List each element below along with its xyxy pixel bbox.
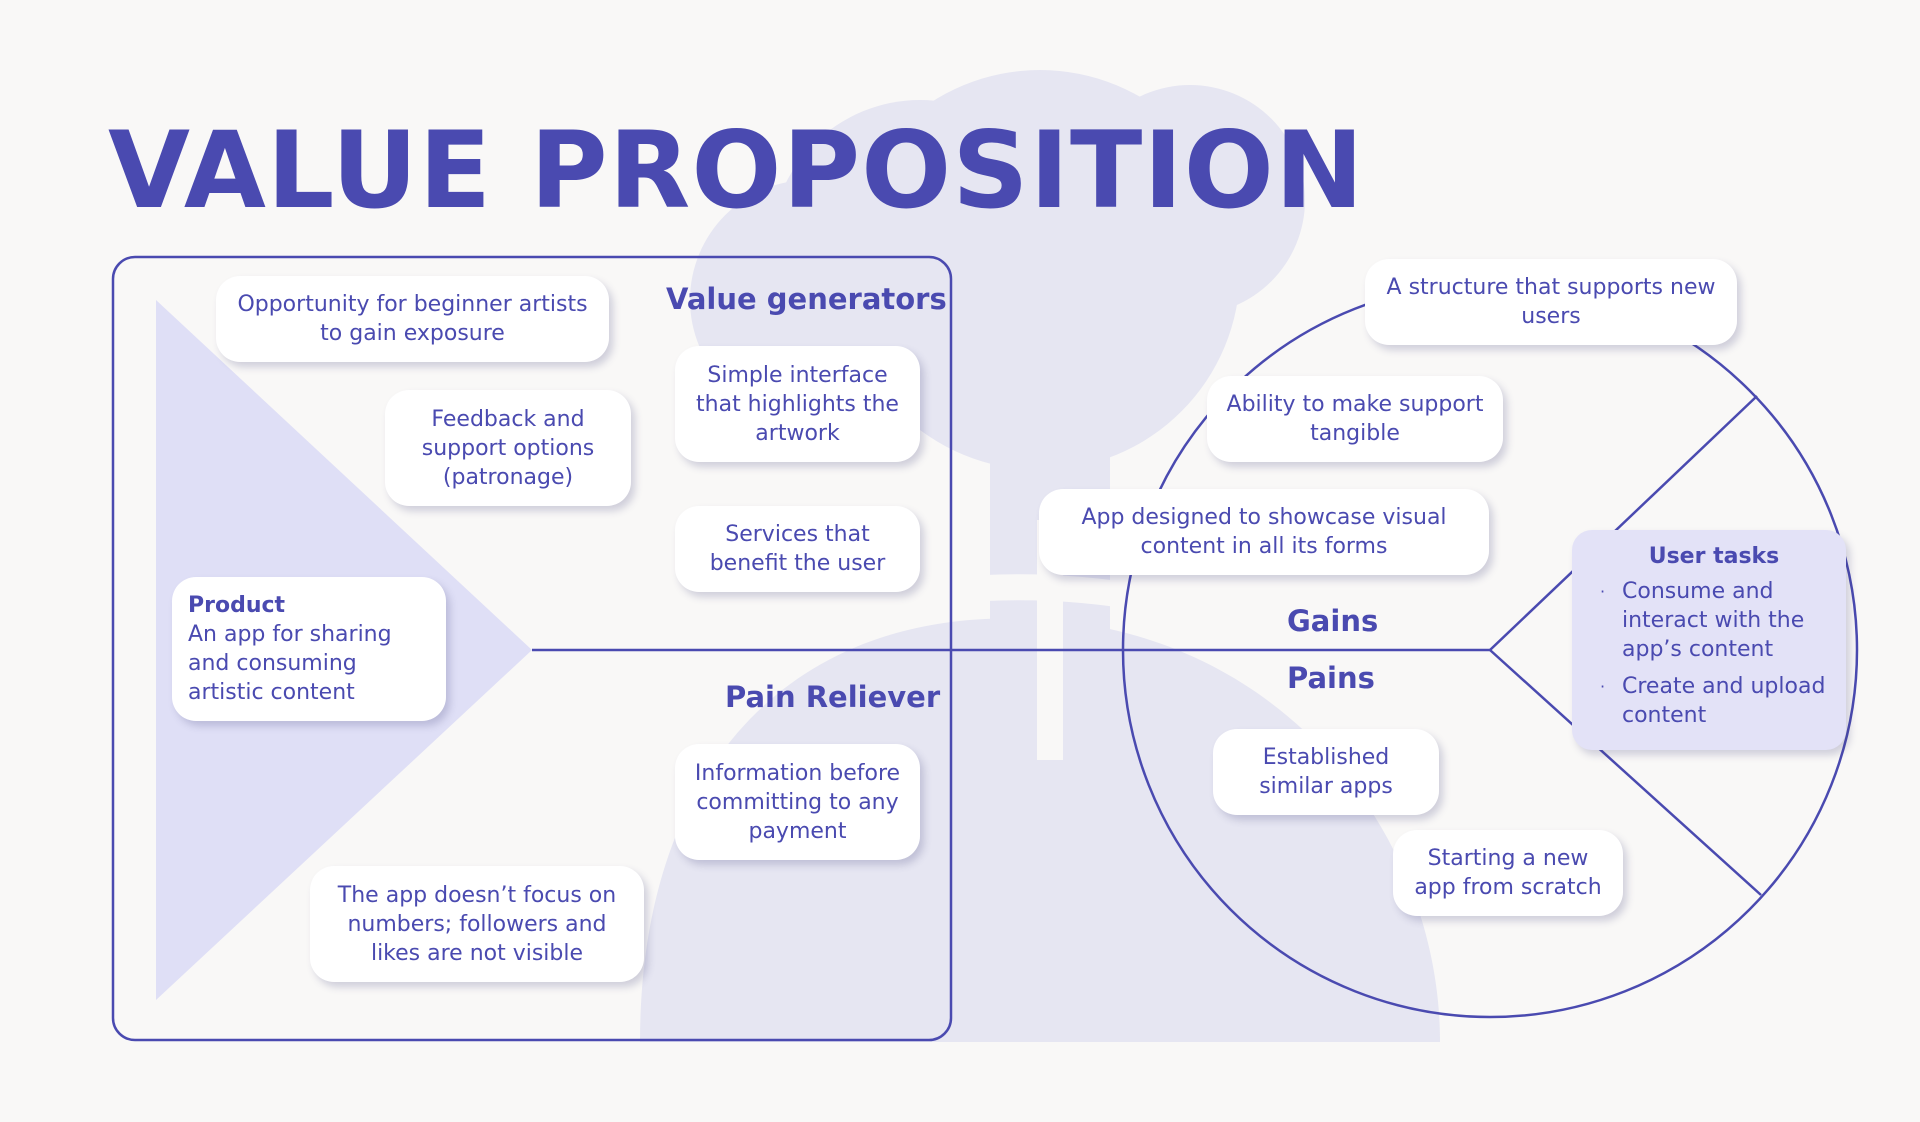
gain-creator-text: Opportunity for beginner artists to gain… bbox=[237, 292, 588, 346]
list-item: · Consume and interact with the app’s co… bbox=[1598, 577, 1830, 664]
user-tasks-title: User tasks bbox=[1648, 544, 1780, 569]
value-generators-label: Value generators bbox=[666, 282, 947, 316]
user-task-text: Create and upload content bbox=[1622, 674, 1826, 728]
gain-creator-card: Feedback and support options (patronage) bbox=[385, 390, 631, 506]
gain-creator-text: Feedback and support options (patronage) bbox=[421, 406, 595, 490]
pain-card: Established similar apps bbox=[1213, 729, 1439, 815]
pain-reliever-text: Information before committing to any pay… bbox=[694, 760, 901, 844]
gains-label: Gains bbox=[1287, 604, 1379, 638]
gain-card: App designed to showcase visual content … bbox=[1039, 489, 1489, 575]
user-tasks-list: · Consume and interact with the app’s co… bbox=[1598, 577, 1830, 730]
user-task-text: Consume and interact with the app’s cont… bbox=[1622, 579, 1805, 662]
gain-card: A structure that supports new users bbox=[1365, 259, 1737, 345]
bullet-icon: · bbox=[1600, 582, 1606, 601]
product-description: An app for sharing and consuming artisti… bbox=[188, 622, 392, 705]
bullet-icon: · bbox=[1600, 677, 1606, 696]
pain-text: Established similar apps bbox=[1259, 745, 1393, 799]
product-card: Product An app for sharing and consuming… bbox=[172, 577, 446, 721]
pain-card: Starting a new app from scratch bbox=[1393, 830, 1623, 916]
gain-card: Ability to make support tangible bbox=[1207, 376, 1503, 462]
gain-creator-text: Services that benefit the user bbox=[709, 522, 886, 576]
gain-creator-card: Simple interface that highlights the art… bbox=[675, 346, 920, 462]
gain-text: Ability to make support tangible bbox=[1226, 392, 1484, 446]
task-divider-lower bbox=[1489, 649, 1762, 896]
gain-text: A structure that supports new users bbox=[1386, 275, 1716, 329]
pain-reliever-card: Information before committing to any pay… bbox=[675, 744, 920, 860]
task-divider-upper bbox=[1489, 395, 1758, 651]
pain-reliever-text: The app doesn’t focus on numbers; follow… bbox=[337, 882, 617, 966]
pain-reliever-label: Pain Reliever bbox=[725, 680, 941, 714]
gain-creator-text: Simple interface that highlights the art… bbox=[696, 362, 899, 446]
list-item: · Create and upload content bbox=[1598, 672, 1830, 730]
gain-text: App designed to showcase visual content … bbox=[1081, 505, 1447, 559]
gain-creator-card: Opportunity for beginner artists to gain… bbox=[216, 276, 609, 362]
gain-creator-card: Services that benefit the user bbox=[675, 506, 920, 592]
product-heading: Product bbox=[188, 593, 286, 618]
page-title: VALUE PROPOSITION bbox=[108, 109, 1365, 232]
value-map-frame bbox=[111, 255, 953, 1042]
pain-text: Starting a new app from scratch bbox=[1414, 846, 1602, 900]
user-tasks-card: User tasks · Consume and interact with t… bbox=[1572, 530, 1846, 750]
pains-label: Pains bbox=[1287, 661, 1375, 695]
pain-reliever-card: The app doesn’t focus on numbers; follow… bbox=[310, 866, 644, 982]
